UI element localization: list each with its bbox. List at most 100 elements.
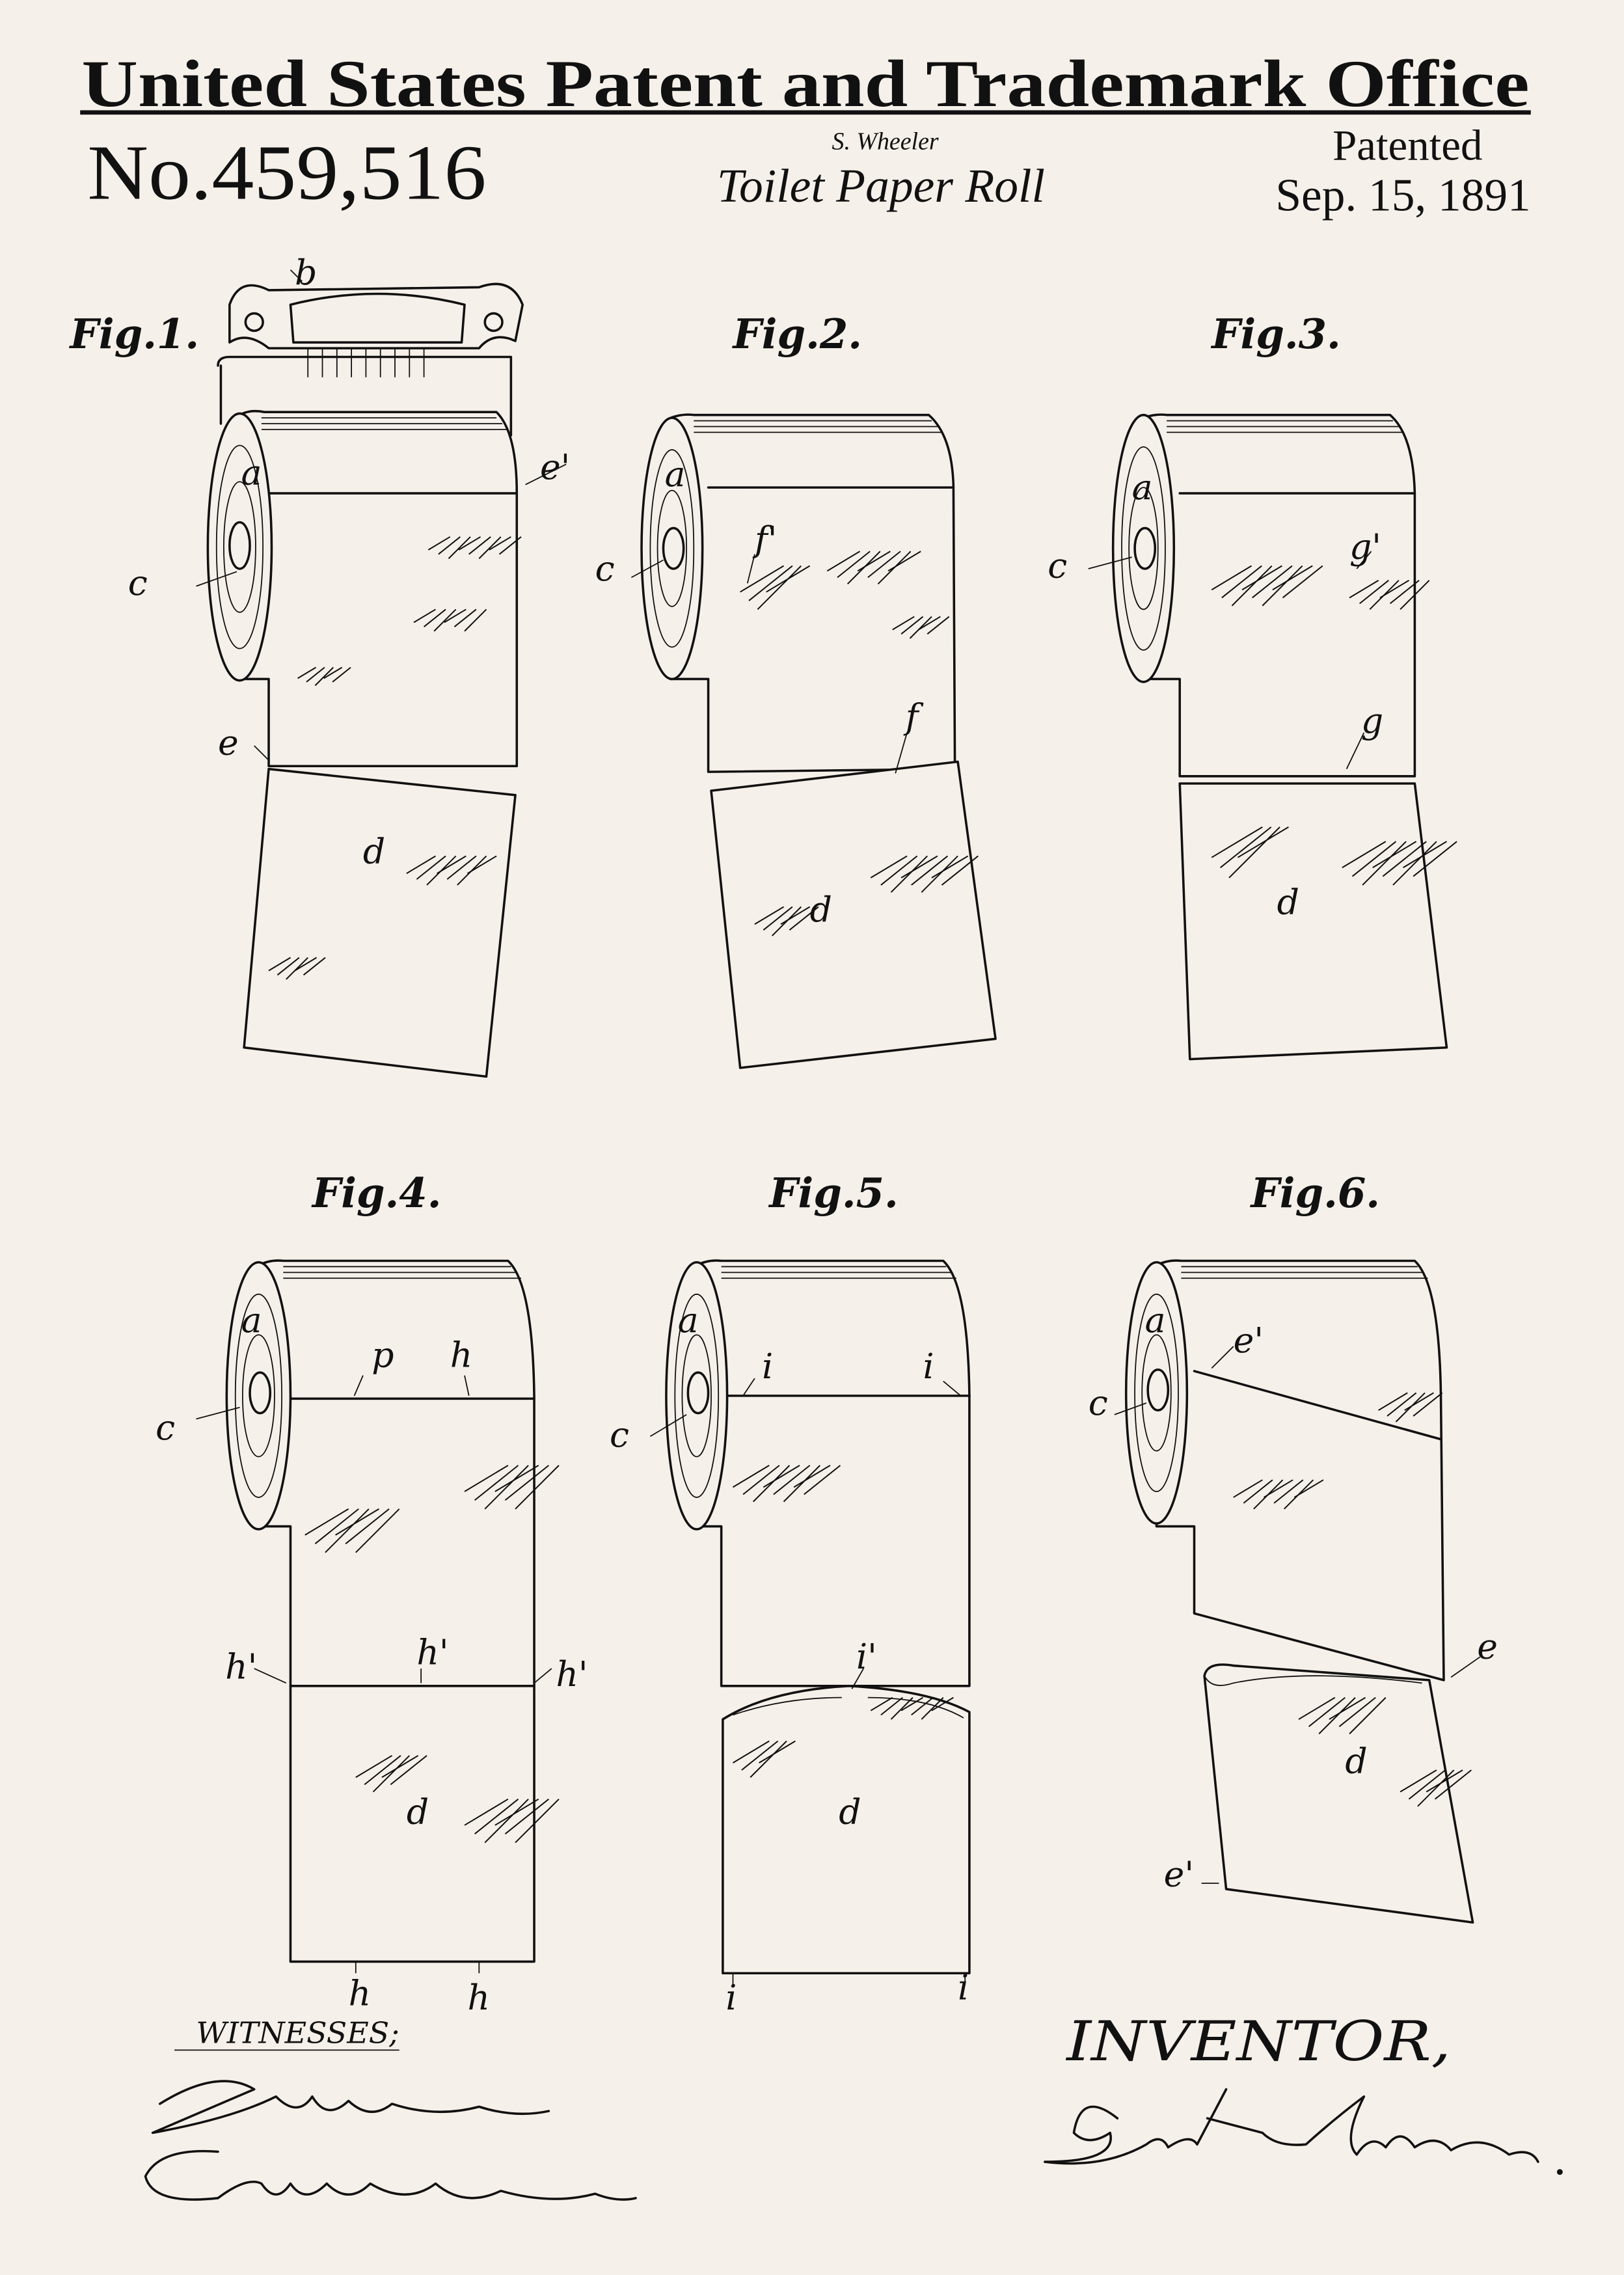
label-a: a bbox=[1145, 1300, 1166, 1341]
hatch-stroke bbox=[857, 551, 891, 572]
hatch-stroke bbox=[458, 536, 481, 551]
hatch-stroke bbox=[826, 551, 861, 572]
figure-title: Fig.6. bbox=[1249, 1169, 1380, 1217]
hatch-stroke bbox=[1378, 1392, 1408, 1411]
hatch-stroke bbox=[1298, 1696, 1336, 1720]
hatch-stroke bbox=[1241, 565, 1282, 591]
label-h: h bbox=[450, 1334, 472, 1375]
hatch-stroke bbox=[1382, 841, 1427, 877]
figure-1: Fig.1. b a e' c e d bbox=[69, 252, 570, 1078]
hatch-stroke bbox=[1372, 841, 1417, 869]
hatch-stroke bbox=[297, 666, 316, 679]
hatch-stroke bbox=[780, 906, 811, 925]
hatch-stroke bbox=[427, 536, 451, 551]
hatch-stroke bbox=[1272, 565, 1313, 591]
hatch-stroke bbox=[911, 855, 949, 886]
hatch-stroke bbox=[325, 1508, 370, 1553]
hatch-stroke bbox=[464, 1798, 509, 1826]
label-d: d bbox=[407, 1791, 429, 1832]
hatch-stroke bbox=[793, 1465, 831, 1488]
hatch-stroke bbox=[773, 1465, 811, 1495]
figure-title: Fig.1. bbox=[69, 310, 200, 358]
hatch-stroke bbox=[1349, 579, 1379, 599]
hatch-stroke bbox=[489, 536, 511, 551]
hatch-stroke bbox=[763, 1465, 800, 1488]
figure-6: Fig.6. a e' c e d e' bbox=[1089, 1169, 1498, 1924]
hatch-stroke bbox=[766, 565, 811, 593]
hatch-stroke bbox=[1231, 565, 1273, 606]
hatch-stroke bbox=[1262, 565, 1303, 606]
label-e-prime: e' bbox=[540, 446, 570, 487]
hatch-stroke bbox=[494, 1465, 539, 1492]
hatch-stroke bbox=[467, 855, 497, 875]
hatch-stroke bbox=[372, 1755, 410, 1793]
hatch-stroke bbox=[890, 855, 928, 893]
hatch-stroke bbox=[468, 536, 491, 555]
hatch-stroke bbox=[335, 1508, 379, 1536]
hatch-stroke bbox=[887, 551, 921, 572]
hatch-stroke bbox=[1408, 1769, 1446, 1800]
hatch-stroke bbox=[1243, 1479, 1273, 1504]
hatch-stroke bbox=[303, 957, 326, 976]
patent-number: No.459,516 bbox=[87, 129, 486, 216]
label-a: a bbox=[665, 454, 686, 495]
hatch-stroke bbox=[406, 855, 436, 875]
label-c: c bbox=[128, 562, 148, 603]
label-i: i bbox=[762, 1346, 773, 1387]
label-c: c bbox=[1089, 1382, 1108, 1423]
hatch-stroke bbox=[1362, 841, 1407, 886]
label-f-prime: f' bbox=[752, 519, 778, 560]
label-c: c bbox=[610, 1414, 629, 1455]
hatch-stroke bbox=[1349, 1696, 1387, 1735]
label-a: a bbox=[678, 1300, 699, 1341]
figure-5: Fig.5. a i i c i' d i i bbox=[610, 1169, 971, 2018]
hatch-stroke bbox=[474, 1465, 519, 1501]
hatch-stroke bbox=[1233, 1479, 1263, 1498]
hatch-stroke bbox=[323, 666, 343, 679]
label-c: c bbox=[1048, 545, 1067, 586]
hatch-stroke bbox=[892, 616, 915, 631]
hatch-stroke bbox=[1329, 1696, 1366, 1720]
hatch-stroke bbox=[286, 957, 308, 980]
label-e-prime: e' bbox=[1234, 1320, 1264, 1361]
hatch-stroke bbox=[1282, 565, 1323, 599]
hatch-stroke bbox=[900, 1696, 924, 1711]
hatch-stroke bbox=[504, 1798, 549, 1834]
hatch-stroke bbox=[1221, 565, 1262, 599]
label-d: d bbox=[1345, 1741, 1367, 1782]
hatch-stroke bbox=[1413, 1392, 1443, 1417]
figure-2: Fig.2. a c f' f d bbox=[595, 310, 997, 1069]
hatch-stroke bbox=[931, 855, 969, 879]
hatch-stroke bbox=[911, 1696, 934, 1716]
hatch-stroke bbox=[304, 1508, 349, 1536]
hatch-stroke bbox=[464, 608, 487, 632]
hatch-stroke bbox=[1359, 580, 1389, 605]
hatch-stroke bbox=[752, 1465, 791, 1503]
inventor-label: INVENTOR, bbox=[1065, 2009, 1451, 2073]
label-i: i bbox=[923, 1346, 934, 1387]
label-h: h bbox=[467, 1977, 489, 2018]
hatch-stroke bbox=[732, 1740, 770, 1764]
witnesses-label: WITNESSES; bbox=[196, 2016, 399, 2050]
hatch-stroke bbox=[444, 608, 467, 623]
figure-3: Fig.3. a c g' g d bbox=[1048, 310, 1448, 1061]
label-b: b bbox=[295, 252, 317, 293]
hatch-stroke bbox=[1417, 1769, 1455, 1807]
label-d: d bbox=[839, 1791, 861, 1832]
hatch-stroke bbox=[446, 855, 477, 880]
hatch-stroke bbox=[478, 536, 502, 560]
label-i: i bbox=[725, 1977, 737, 2018]
hatch-stroke bbox=[754, 906, 785, 925]
hatch-stroke bbox=[927, 616, 950, 635]
hatch-stroke bbox=[1342, 841, 1387, 869]
hatch-stroke bbox=[332, 666, 351, 683]
hatch-stroke bbox=[306, 666, 325, 683]
hatch-stroke bbox=[484, 1465, 529, 1510]
hatch-stroke bbox=[1389, 580, 1420, 605]
hatch-stroke bbox=[448, 536, 471, 560]
hatch-stroke bbox=[759, 1740, 796, 1764]
hatch-stroke bbox=[464, 1465, 509, 1492]
hatch-stroke bbox=[1434, 1769, 1472, 1800]
label-p: p bbox=[372, 1334, 394, 1375]
